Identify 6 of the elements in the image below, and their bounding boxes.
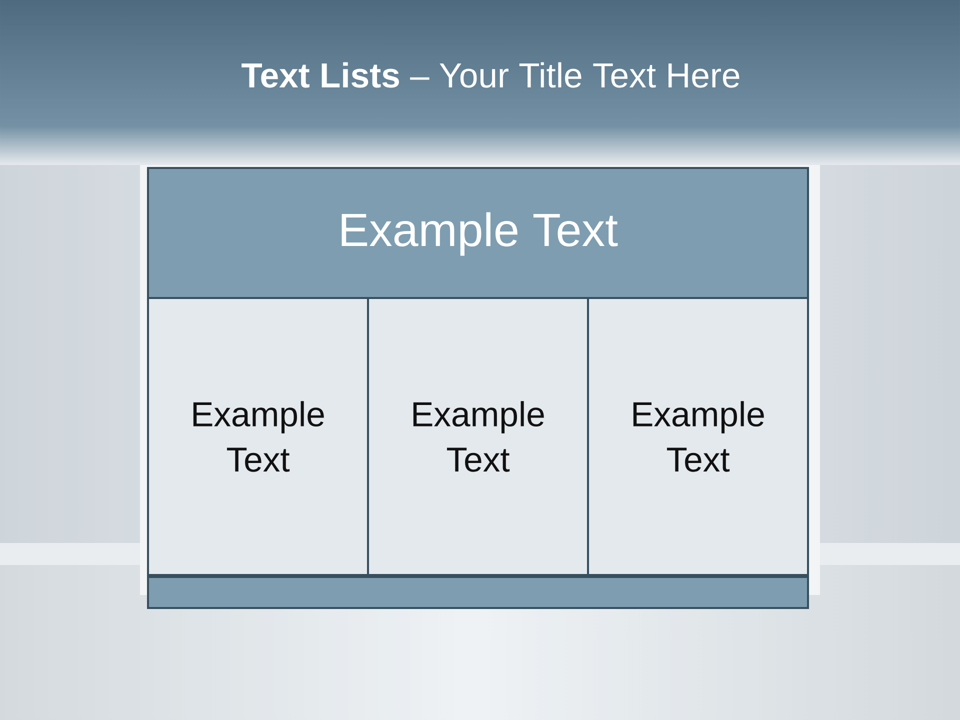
title: Text Lists – Your Title Text Here [242, 62, 740, 88]
header-box: Example Text [147, 167, 809, 301]
text-box: Example Text [147, 297, 369, 576]
text-box: Example Text [587, 297, 809, 576]
footer-bar [147, 576, 809, 609]
text-box: Example Text [367, 297, 589, 576]
